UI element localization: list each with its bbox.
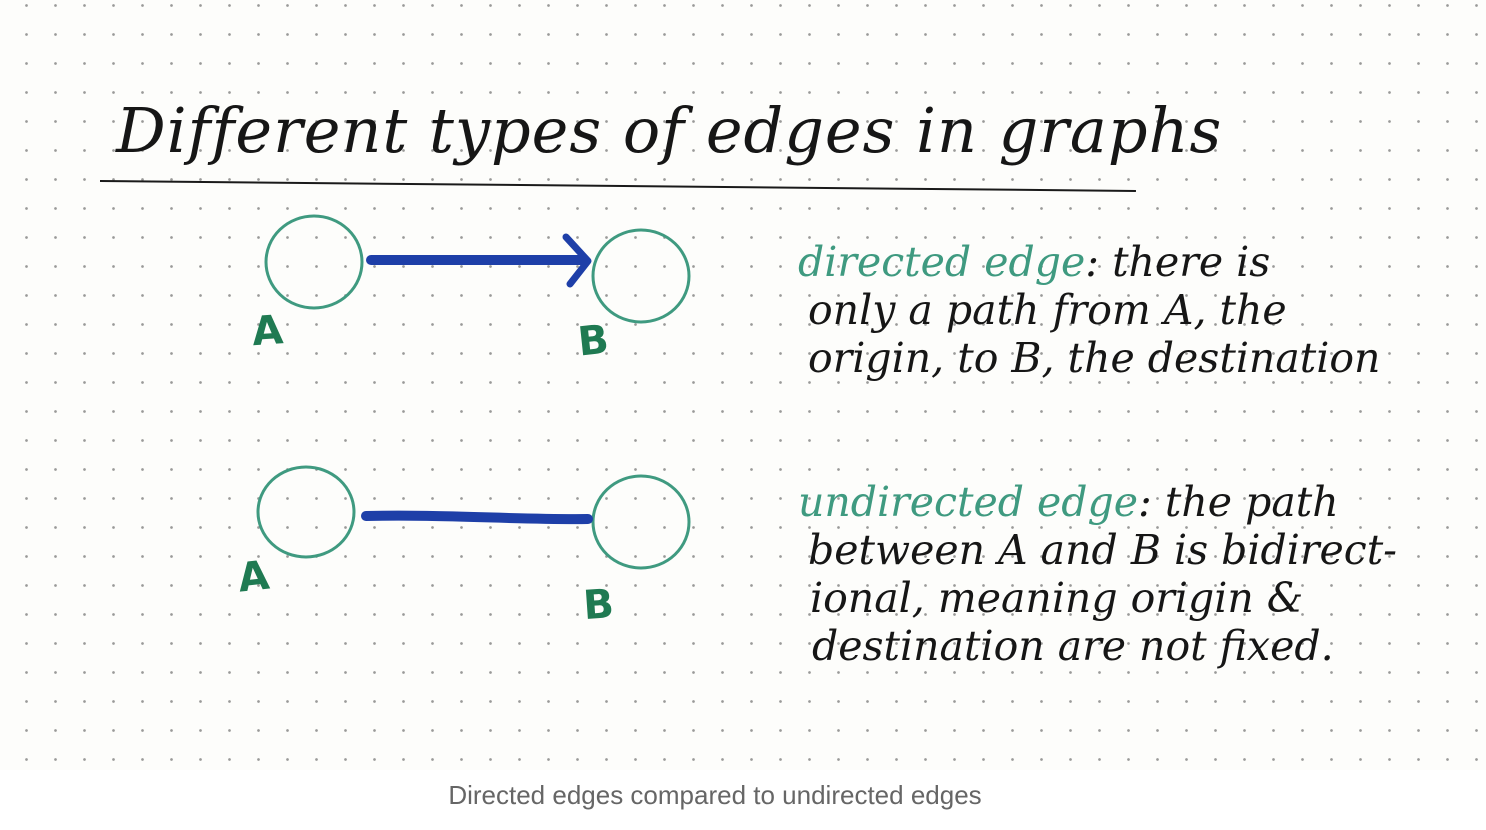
directed-desc-line-1-text: : there is — [1085, 238, 1271, 286]
undirected-desc-line-1-text: : the path — [1138, 478, 1339, 526]
directed-desc-line-2: only a path from A, the — [808, 286, 1287, 334]
node-b-label-undirected: B — [582, 581, 616, 629]
directed-desc-line-1: directed edge: there is — [798, 238, 1380, 286]
undirected-desc-line-2: between A and B is bidirect- — [808, 526, 1398, 574]
node-b-circle-directed — [591, 228, 691, 324]
undirected-edge-description: undirected edge: the path between A and … — [798, 478, 1397, 670]
directed-edge-description: directed edge: there is only a path from… — [798, 238, 1380, 382]
undirected-desc-line-4: destination are not fixed. — [812, 622, 1334, 670]
node-a-label-directed: A — [251, 307, 285, 355]
dot-grid-paper — [0, 0, 1486, 770]
directed-edge-figure: A B — [251, 214, 691, 366]
undirected-edge-term: undirected edge — [798, 478, 1139, 526]
undirected-desc-line-3: ional, meaning origin & — [810, 574, 1304, 622]
node-b-circle-undirected — [591, 474, 691, 570]
undirected-edge-figure: A B — [236, 465, 691, 629]
node-b-label-directed: B — [576, 317, 611, 366]
figure-caption: Directed edges compared to undirected ed… — [448, 780, 982, 810]
directed-desc-line-3: origin, to B, the destination — [808, 334, 1381, 382]
undirected-desc-line-1: undirected edge: the path — [798, 478, 1397, 526]
arrowhead-icon — [562, 233, 592, 288]
directed-edge-term: directed edge — [798, 238, 1086, 286]
node-a-circle-directed — [264, 214, 364, 310]
node-a-label-undirected: A — [236, 553, 272, 602]
undirected-edge-line — [361, 510, 593, 525]
graph-edges-diagram: A B A B — [236, 214, 691, 629]
diagram-title: Different types of edges in graphs — [116, 94, 1223, 167]
node-a-circle-undirected — [256, 465, 356, 559]
